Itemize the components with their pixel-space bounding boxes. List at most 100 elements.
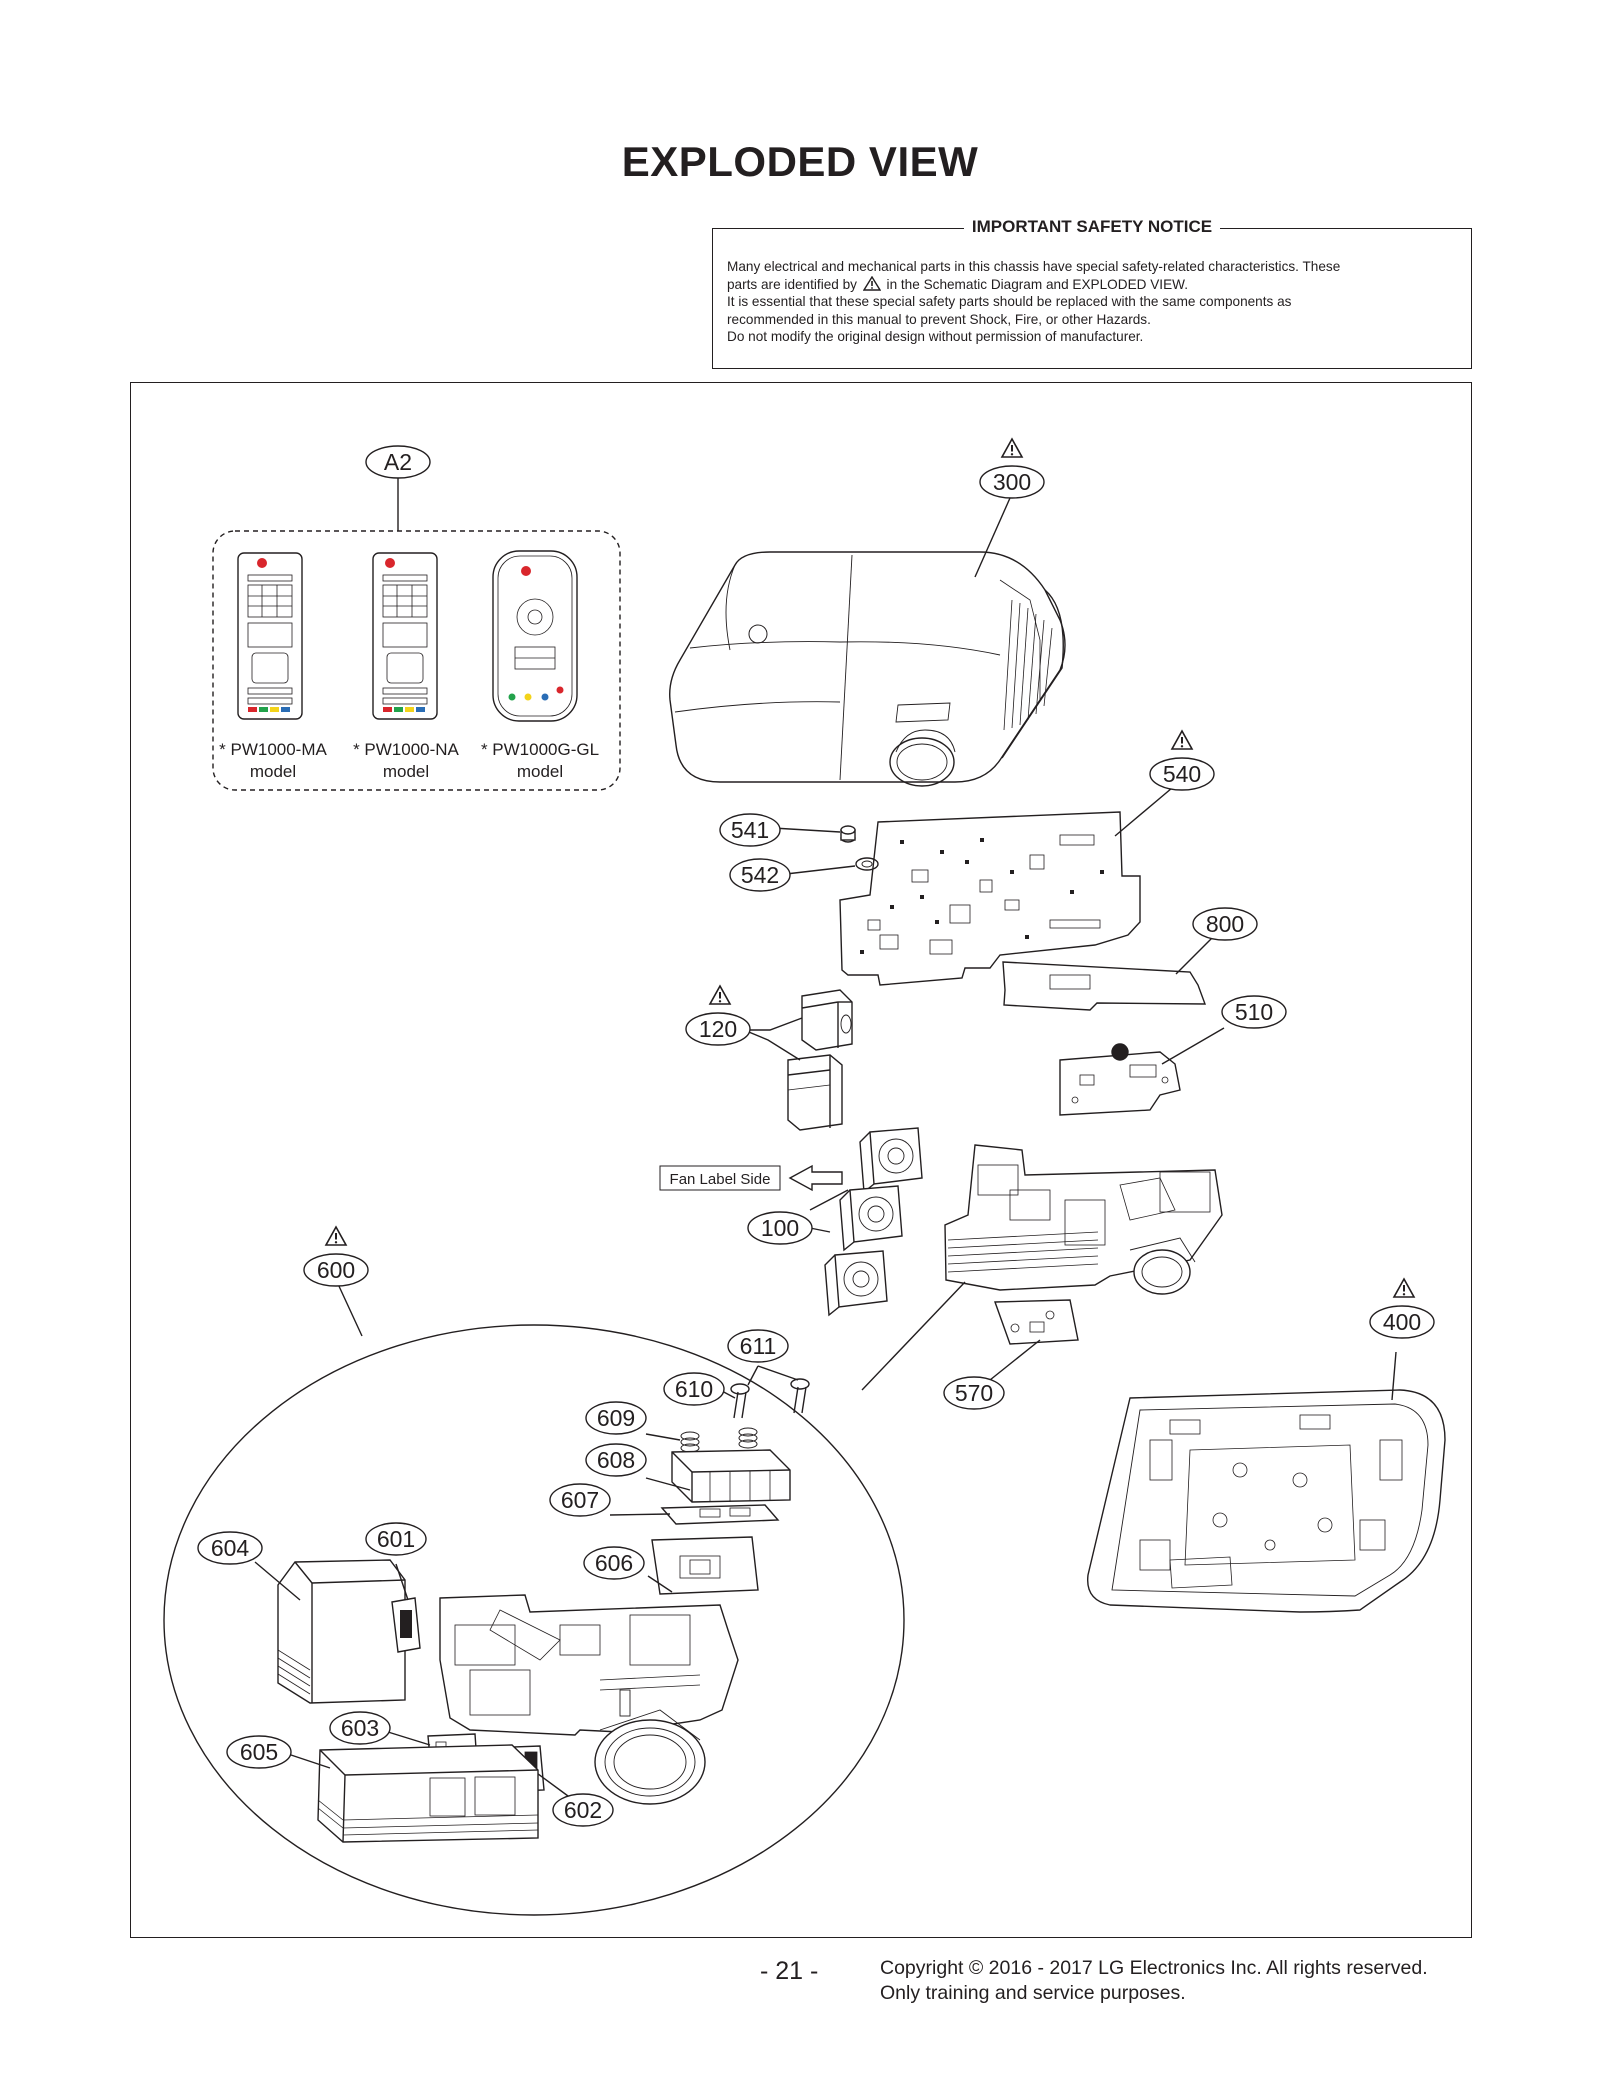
callout-601: 601 bbox=[377, 1526, 415, 1552]
callout-603: 603 bbox=[341, 1715, 379, 1741]
warning-triangle-icon bbox=[862, 275, 881, 291]
notice-line: parts are identified by in the Schematic… bbox=[727, 275, 1188, 292]
callout-300: 300 bbox=[993, 469, 1031, 495]
leader-line bbox=[609, 1513, 671, 1516]
optical-engine-detail bbox=[439, 1594, 739, 1805]
copyright: Copyright © 2016 - 2017 LG Electronics I… bbox=[880, 1956, 1428, 2006]
callout-510: 510 bbox=[1235, 999, 1273, 1025]
remote-label: * PW1000G-GL bbox=[481, 740, 599, 759]
engine-detail-ellipse bbox=[163, 1324, 905, 1916]
callout-608: 608 bbox=[597, 1447, 635, 1473]
callout-605: 605 bbox=[240, 1739, 278, 1765]
leader-line bbox=[284, 1752, 331, 1769]
fan-label-box bbox=[659, 1165, 781, 1191]
callout-607: 607 bbox=[561, 1487, 599, 1513]
remote-label-sub: model bbox=[250, 762, 296, 781]
remote-pw1000g-gl bbox=[492, 550, 578, 722]
copyright-line: Copyright © 2016 - 2017 LG Electronics I… bbox=[880, 1957, 1428, 1979]
leader-line bbox=[861, 1281, 966, 1391]
leader-line bbox=[1175, 937, 1213, 975]
shield-plate-part bbox=[1002, 961, 1207, 1011]
leader-line bbox=[647, 1575, 673, 1593]
warning-triangle-icon bbox=[1393, 1278, 1415, 1298]
leader-line bbox=[645, 1477, 691, 1491]
callout-542: 542 bbox=[741, 862, 779, 888]
diagram-frame bbox=[130, 382, 1472, 1938]
page-title: EXPLODED VIEW bbox=[621, 138, 979, 185]
notice-title: IMPORTANT SAFETY NOTICE bbox=[963, 217, 1221, 236]
leader-line bbox=[785, 865, 856, 875]
lens-board-part bbox=[994, 1299, 1079, 1345]
leader-line bbox=[645, 1433, 681, 1441]
top-cover-part bbox=[669, 551, 1066, 787]
callout-120: 120 bbox=[699, 1016, 737, 1042]
main-board-part bbox=[839, 811, 1141, 986]
remote-label: * PW1000-MA bbox=[219, 740, 327, 759]
sub-board-part bbox=[1059, 1043, 1181, 1116]
optical-engine-part bbox=[944, 1144, 1223, 1295]
notice-line: Many electrical and mechanical parts in … bbox=[727, 259, 1341, 274]
callout-400: 400 bbox=[1383, 1309, 1421, 1335]
remote-pw1000-ma bbox=[237, 552, 303, 720]
leader-line bbox=[809, 1189, 849, 1211]
warning-triangle-icon bbox=[325, 1226, 347, 1246]
dmd-plate-part bbox=[651, 1536, 759, 1595]
spring-part bbox=[680, 1427, 758, 1453]
leader-line bbox=[254, 1561, 301, 1601]
remote-group-outline bbox=[212, 530, 621, 791]
bracket-plate-part bbox=[660, 1504, 780, 1525]
leader-line bbox=[744, 1017, 803, 1031]
warning-triangle-icon bbox=[709, 985, 731, 1005]
bottom-case-part bbox=[1086, 1389, 1446, 1613]
callout-100: 100 bbox=[761, 1215, 799, 1241]
heatsink-block-part bbox=[671, 1449, 791, 1503]
leader-line bbox=[387, 1731, 431, 1746]
rear-heatsink-part bbox=[277, 1559, 406, 1704]
callout-bubbles bbox=[197, 445, 1435, 1827]
leader-line bbox=[747, 1365, 759, 1386]
notice-line: recommended in this manual to prevent Sh… bbox=[727, 311, 1151, 327]
leader-line bbox=[974, 497, 1011, 578]
notice-body: Many electrical and mechanical parts in … bbox=[727, 258, 1457, 346]
fan-label-text: Fan Label Side bbox=[670, 1171, 771, 1188]
leader-line bbox=[809, 1227, 831, 1233]
remote-labels: * PW1000-MA model * PW1000-NA model * PW… bbox=[219, 740, 599, 781]
callout-labels: A2 300 540 541 542 800 510 120 100 600 6… bbox=[211, 449, 1421, 1823]
callout-541: 541 bbox=[731, 817, 769, 843]
leader-line bbox=[757, 1365, 799, 1381]
remote-pw1000-na bbox=[372, 552, 438, 720]
callout-570: 570 bbox=[955, 1380, 993, 1406]
leader-line bbox=[337, 1283, 363, 1337]
callout-609: 609 bbox=[597, 1405, 635, 1431]
leader-line bbox=[1114, 787, 1173, 837]
leader-line bbox=[1161, 1027, 1225, 1065]
cooling-fans-part bbox=[824, 1127, 923, 1317]
standoff-part bbox=[840, 825, 856, 843]
leader-line bbox=[772, 827, 841, 833]
safety-notice-box: IMPORTANT SAFETY NOTICE Many electrical … bbox=[712, 217, 1472, 369]
callout-602: 602 bbox=[564, 1797, 602, 1823]
callout-606: 606 bbox=[595, 1550, 633, 1576]
power-module-part bbox=[801, 989, 853, 1051]
callout-800: 800 bbox=[1206, 911, 1244, 937]
power-module-part bbox=[787, 1054, 843, 1131]
leader-line bbox=[395, 1563, 409, 1601]
callout-611: 611 bbox=[740, 1333, 777, 1359]
remote-label-sub: model bbox=[383, 762, 429, 781]
leader-line bbox=[743, 1029, 801, 1061]
warning-triangle-icon bbox=[1171, 730, 1193, 750]
screw-part bbox=[730, 1378, 810, 1419]
notice-line: It is essential that these special safet… bbox=[727, 294, 1292, 309]
leader-line bbox=[1391, 1351, 1397, 1401]
remote-label: * PW1000-NA bbox=[353, 740, 459, 759]
page-number: - 21 - bbox=[760, 1957, 819, 1985]
remote-label-sub: model bbox=[517, 762, 563, 781]
callout-604: 604 bbox=[211, 1535, 250, 1561]
callout-a2: A2 bbox=[384, 449, 412, 475]
notice-line: Do not modify the original design withou… bbox=[727, 329, 1144, 344]
bottom-heatsink-part bbox=[317, 1744, 539, 1843]
washer-part bbox=[855, 857, 879, 871]
warning-triangle-icon bbox=[1001, 438, 1023, 458]
arrow-icon bbox=[788, 1164, 843, 1192]
